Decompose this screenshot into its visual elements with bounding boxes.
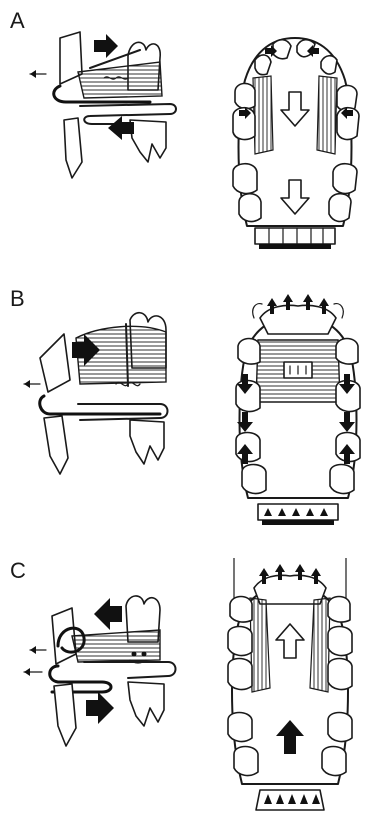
panel-label-c: C [10, 558, 26, 584]
panel-a: A [0, 0, 376, 278]
premolar-left-1 [238, 339, 260, 365]
palatal-plate-left [250, 598, 270, 692]
panel-b: B [0, 278, 376, 550]
lower-molar [128, 682, 164, 726]
premolar-right-2 [328, 627, 352, 656]
canine-left [255, 55, 271, 75]
molar-right-3 [330, 465, 354, 494]
molar-left-3 [239, 194, 261, 222]
premolar-left-1 [230, 597, 252, 623]
molar-right-3 [329, 194, 351, 222]
occlusal-view-a [225, 30, 365, 270]
protraction-arrow-up [276, 720, 304, 754]
molar-left-2 [233, 164, 257, 194]
clasp-wire [84, 662, 176, 678]
small-arrow-left-head [24, 380, 30, 388]
molar-right-2 [328, 713, 352, 742]
molar-right-1 [328, 659, 352, 690]
lower-molar [130, 420, 164, 464]
molar-right-2 [333, 164, 357, 194]
lower-incisor [44, 416, 68, 474]
occlusal-view-b [228, 292, 368, 542]
occlusal-view-c [220, 558, 370, 818]
lateral-view-b [20, 308, 210, 488]
lower-incisor [54, 684, 76, 746]
molar-left-1 [228, 659, 252, 690]
force-arrow-right-lower [86, 692, 114, 724]
lateral-view-a [20, 28, 210, 198]
premolar-right-1 [336, 339, 358, 365]
molar-right-3 [322, 747, 346, 776]
molar-left-2 [228, 713, 252, 742]
expansion-arrow-upper [281, 92, 309, 126]
premolar-left-1 [235, 83, 255, 108]
premolar-left-2 [228, 627, 252, 656]
palatal-plate-left [253, 76, 273, 154]
canine-right [321, 56, 337, 74]
lower-incisor [64, 118, 82, 178]
panel-c: C [0, 550, 376, 820]
clasp-wire [78, 404, 168, 420]
premolar-right-1 [328, 597, 350, 623]
force-arrow-left-upper [94, 598, 122, 630]
acrylic-plate [72, 630, 160, 662]
lateral-view-c [18, 586, 208, 756]
bite-block-bar [262, 520, 334, 525]
arrow-down-right-2 [339, 412, 355, 432]
small-arrow-left-head [30, 70, 36, 78]
molar-left-3 [242, 465, 266, 494]
incisor-1 [273, 40, 291, 59]
palatal-plate-right [317, 76, 337, 154]
force-arrow-right-upper [94, 34, 118, 58]
palatal-plate-right [310, 598, 330, 692]
upper-incisor [40, 334, 70, 392]
lower-molar [130, 120, 166, 162]
bite-block-bar [259, 244, 331, 249]
screw-dot-2 [142, 652, 147, 657]
molar-left-3 [234, 747, 258, 776]
expansion-arrow-lower [281, 180, 309, 214]
expansion-arrow-up [276, 624, 304, 658]
screw-dot-1 [132, 652, 137, 657]
